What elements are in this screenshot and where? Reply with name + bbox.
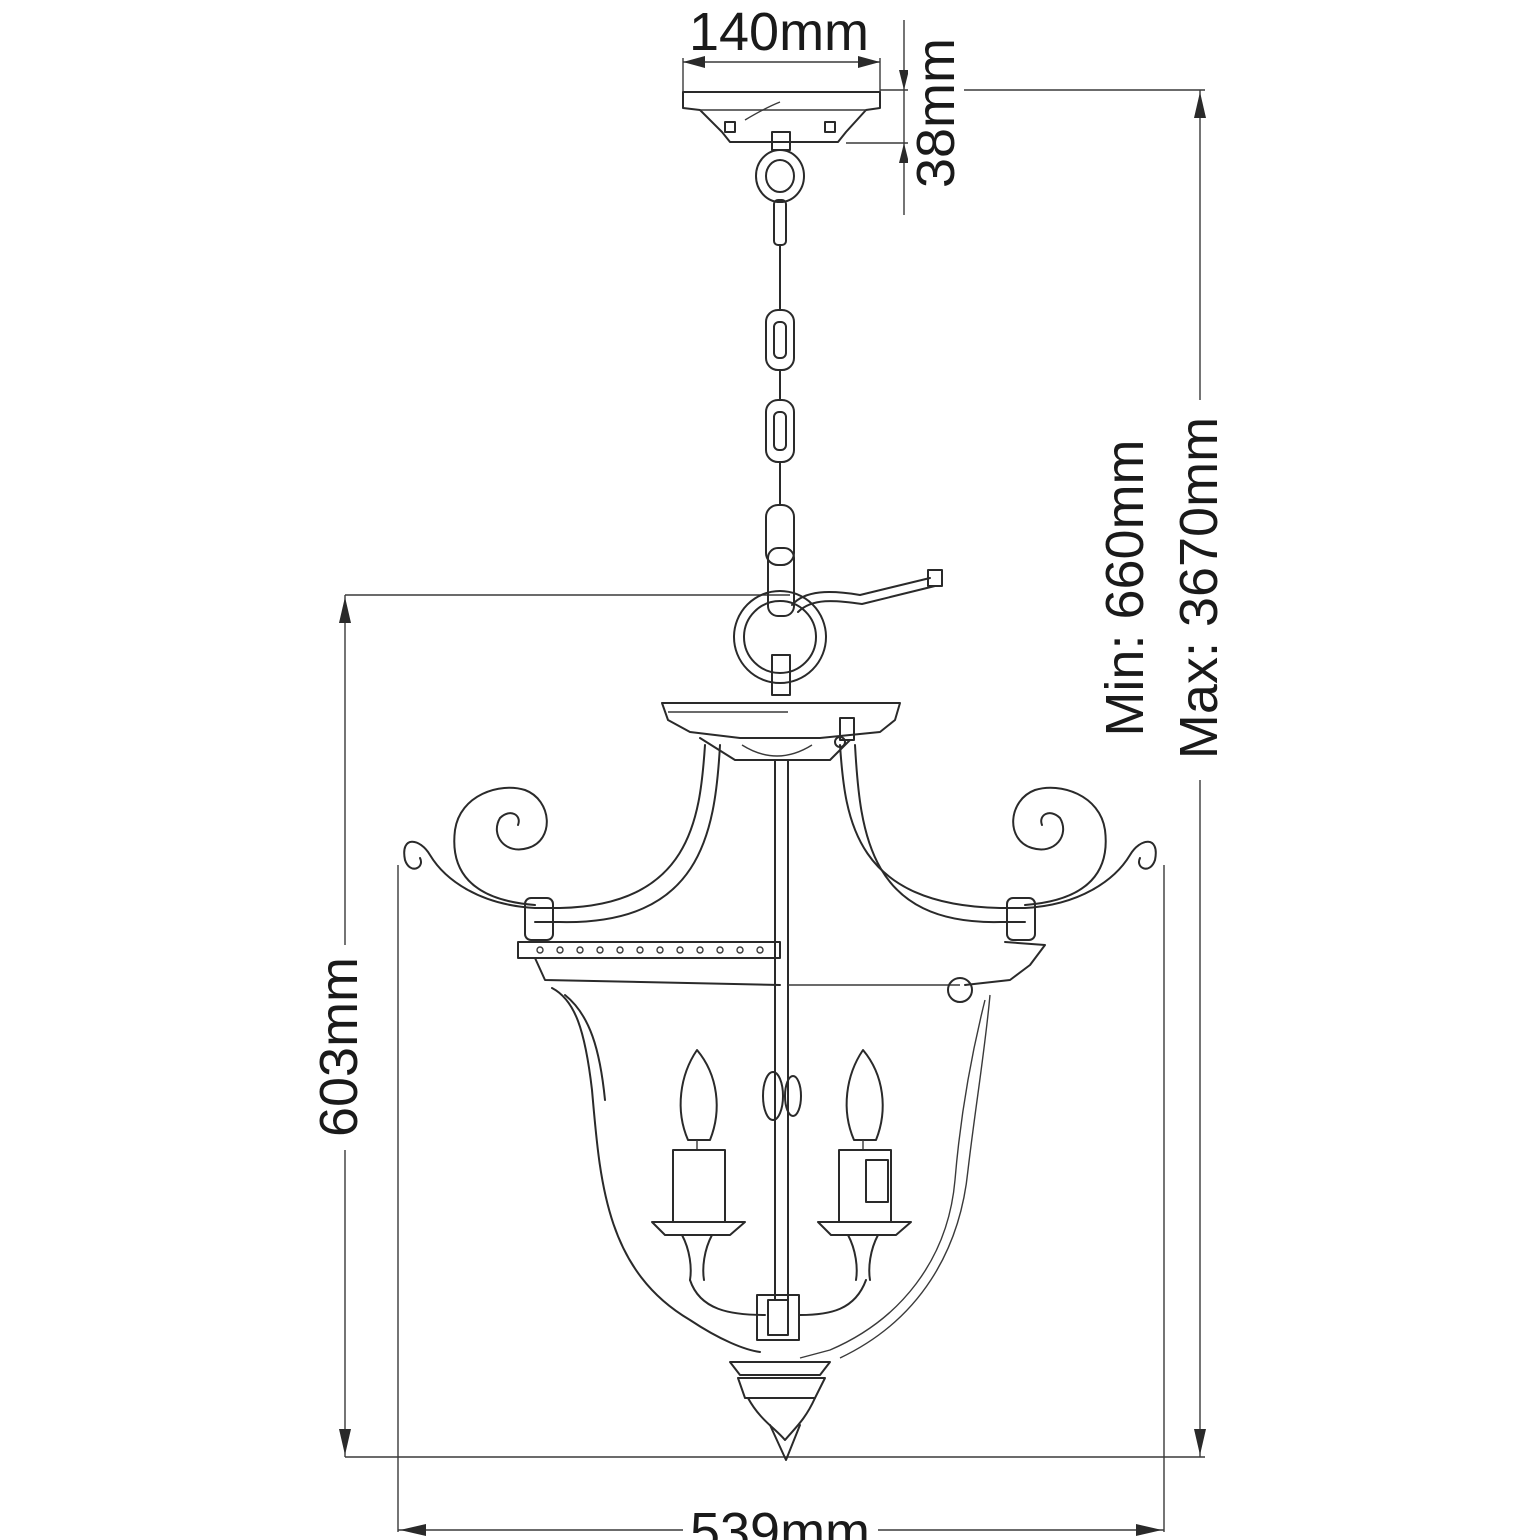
center-rod: [762, 759, 802, 1301]
canopy-height-label: 38mm: [906, 38, 966, 188]
min-drop-label: Min: 660mm: [1095, 439, 1155, 736]
canopy-width-label: 140mm: [689, 2, 869, 62]
mid-gallery: [517, 941, 1046, 1003]
ceiling-canopy: [682, 91, 881, 143]
max-drop-label: Max: 3670mm: [1169, 417, 1229, 759]
body-height-dimension: [339, 594, 790, 1458]
dimension-labels: 140mm 38mm 603mm 539mm Min: 660mm Max: 3…: [305, 2, 1229, 1540]
chain: [733, 131, 943, 696]
canopy-height-dimension: [846, 20, 1205, 215]
scroll-arms: [403, 744, 1157, 941]
top-gallery: [661, 702, 901, 761]
candle-right: [799, 1049, 912, 1316]
canopy-width-dimension: [682, 56, 881, 96]
bottom-finial: [729, 1294, 831, 1461]
glass-bowl: [551, 987, 991, 1359]
dimension-lines: [339, 20, 1206, 1536]
body-width-label: 539mm: [690, 1502, 870, 1540]
lantern-illustration: [403, 91, 1157, 1461]
body-height-label: 603mm: [309, 957, 369, 1137]
candle-left: [651, 1049, 766, 1316]
